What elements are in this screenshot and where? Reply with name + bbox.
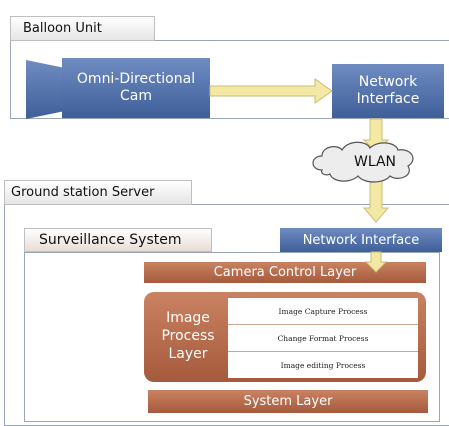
ground-network-interface-box: Network Interface (280, 228, 442, 252)
image-process-layer-label: Image Process Layer (161, 310, 215, 362)
arrow-camera-to-network (209, 78, 333, 104)
wlan-label: WLAN (353, 154, 396, 170)
balloon-unit-title: Balloon Unit (10, 16, 155, 41)
ground-network-label: Network Interface (302, 232, 420, 248)
balloon-network-label: Network Interface (356, 74, 420, 107)
arrow-wlan-to-ground (362, 175, 390, 223)
system-layer-label: System Layer (243, 394, 333, 409)
process-item-image-editing: Image editing Process (228, 352, 418, 378)
arrow-ground-to-camera-control (364, 251, 388, 273)
camera-control-layer: Camera Control Layer (144, 262, 426, 283)
process-item-image-capture: Image Capture Process (228, 298, 418, 325)
surveillance-system-panel (24, 252, 440, 422)
camera-label: Omni-Directional Cam (76, 71, 196, 104)
balloon-network-interface-box: Network Interface (332, 64, 444, 118)
system-layer: System Layer (148, 390, 428, 413)
omni-directional-cam-box: Omni-Directional Cam (62, 58, 210, 118)
wlan-cloud-shape (312, 141, 414, 183)
surveillance-system-label: Surveillance System (39, 232, 182, 248)
surveillance-system-title: Surveillance System (24, 228, 212, 252)
camera-control-layer-label: Camera Control Layer (213, 265, 357, 280)
ground-station-title: Ground station Server (4, 180, 192, 205)
balloon-unit-panel (10, 40, 449, 119)
process-list: Image Capture Process Change Format Proc… (228, 298, 418, 378)
process-item-change-format: Change Format Process (228, 325, 418, 352)
